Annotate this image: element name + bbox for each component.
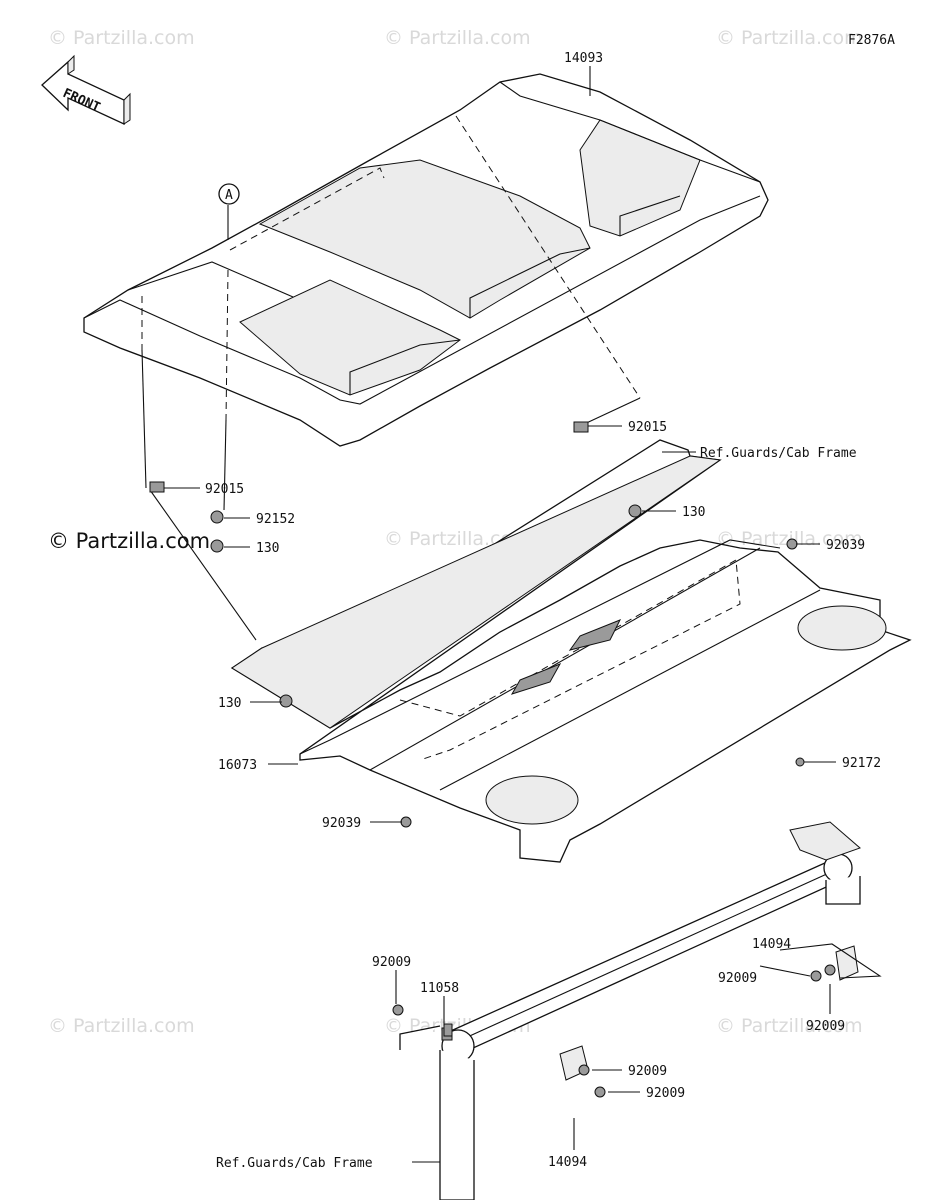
label-11058: 11058 [420,981,459,996]
clip-92015-top [573,421,589,433]
diagram-code: F2876A [848,33,895,48]
bolt-92009-mid1 [578,1064,590,1076]
label-ref-guards-bottom: Ref.Guards/Cab Frame [216,1156,373,1171]
watermark-8: © Partzilla.com [716,1015,863,1037]
label-92039-right: 92039 [826,538,865,553]
watermark-1: © Partzilla.com [48,27,195,49]
leader-lines [141,115,641,641]
bottom-fasteners [392,964,836,1098]
watermark-2: © Partzilla.com [384,27,531,49]
headliner-panel [230,439,912,863]
label-92009-mid2: 92009 [646,1086,685,1101]
watermark-6: © Partzilla.com [48,1015,195,1037]
label-ref-guards-top: Ref.Guards/Cab Frame [700,446,857,461]
bolt-130-right [628,504,642,518]
nut-92152 [210,510,224,524]
label-92039-bottom: 92039 [322,816,361,831]
front-arrow-icon: FRONT [41,54,131,126]
rivet-92039-bottom [400,816,412,828]
label-14093: 14093 [564,51,603,66]
label-92015-top: 92015 [628,420,667,435]
bolt-130-bottom [279,694,293,708]
label-92172: 92172 [842,756,881,771]
label-16073: 16073 [218,758,257,773]
clip-92015-left [149,481,165,493]
label-130-right: 130 [682,505,705,520]
ref-marker-top-label: A [225,188,233,203]
bolt-92009-left [392,1004,404,1016]
watermark-strong: © Partzilla.com [48,529,210,553]
bolt-130-left [210,539,224,553]
part-labels: 14093 92015 Ref.Guards/Cab Frame 92015 9… [205,51,881,1171]
watermark-3: © Partzilla.com [716,27,863,49]
rivet-92039-right [786,538,798,550]
roof-panel [83,73,769,447]
rivet-92172 [795,757,805,767]
clip-11058 [443,1023,453,1037]
label-92009-right1: 92009 [718,971,757,986]
bolt-92009-right2 [824,964,836,976]
label-92015-left: 92015 [205,482,244,497]
bolt-92009-mid2 [594,1086,606,1098]
ref-marker-top: A [218,183,240,205]
label-92009-mid1: 92009 [628,1064,667,1079]
label-92009-right2: 92009 [806,1019,845,1034]
label-14094-bottom: 14094 [548,1155,587,1170]
label-14094-right: 14094 [752,937,791,952]
label-130-bottom: 130 [218,696,241,711]
label-130-left: 130 [256,541,279,556]
label-leaders [164,66,882,1163]
label-92009-left: 92009 [372,955,411,970]
watermark-5: © Partzilla.com [716,528,863,550]
fasteners [149,421,805,828]
bolt-92009-right1 [810,970,822,982]
label-92152: 92152 [256,512,295,527]
crossbar [399,821,861,1200]
